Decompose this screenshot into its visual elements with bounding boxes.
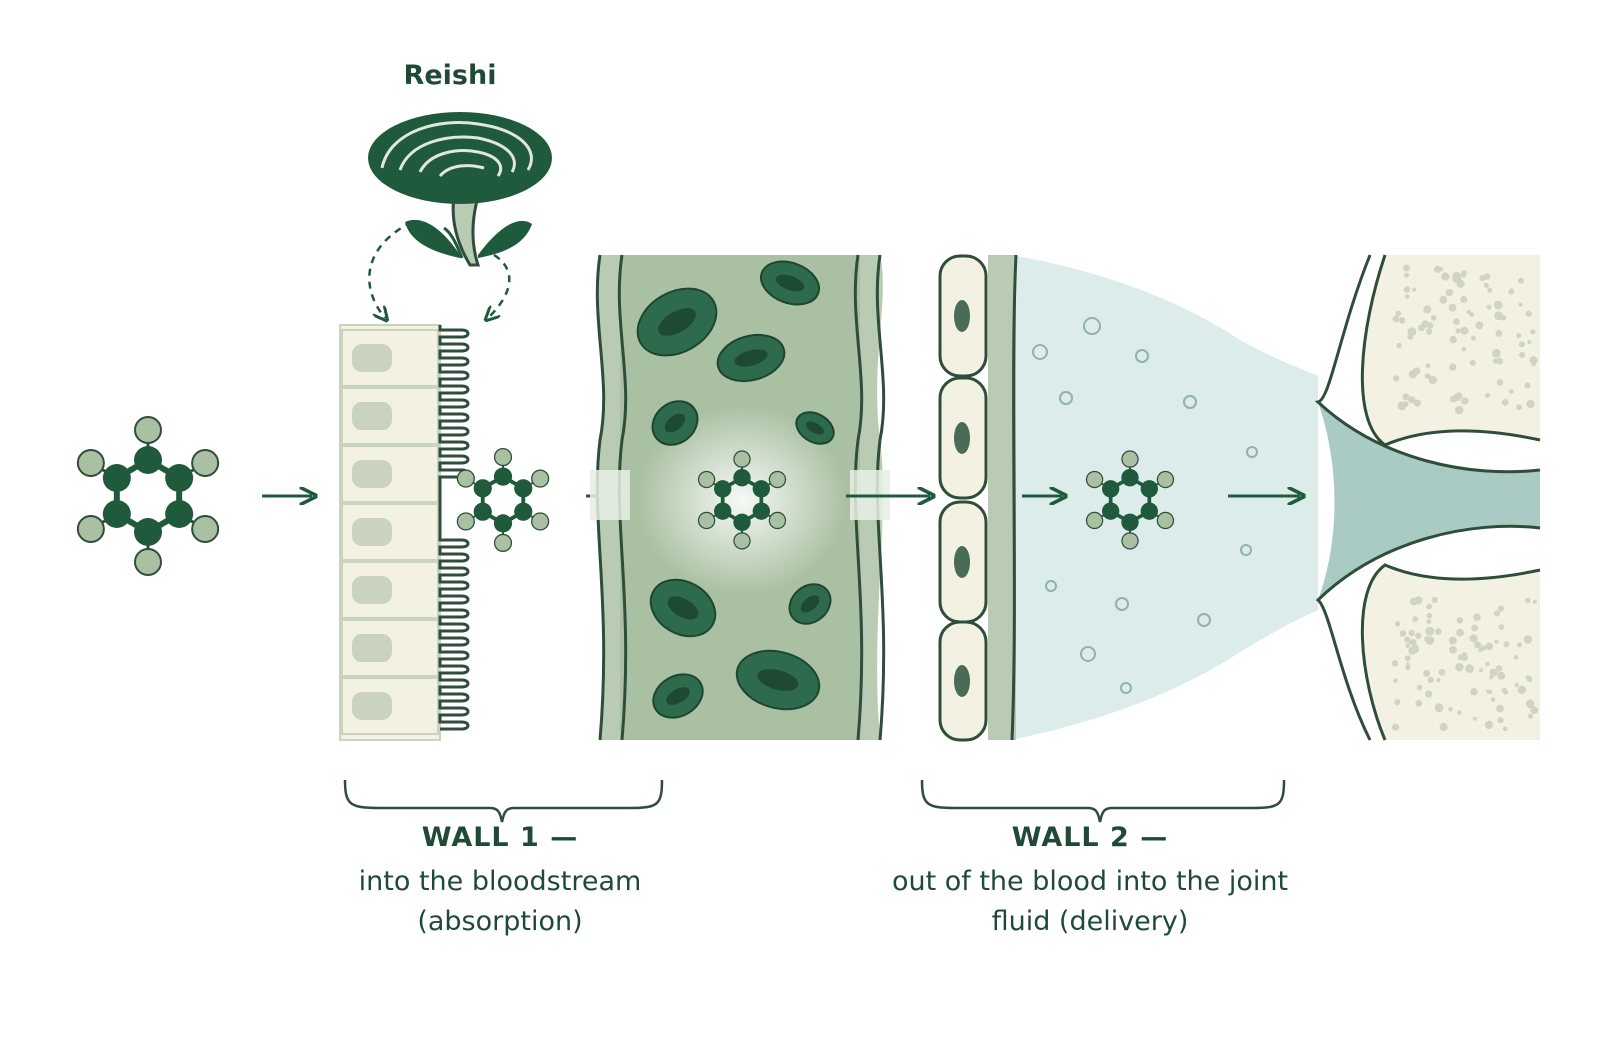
joint-cartilage: [1314, 254, 1541, 741]
wall2-title: WALL 2 —: [1011, 822, 1169, 853]
molecule-icon: [456, 447, 550, 553]
dashed-arrow-right: [488, 253, 511, 318]
reishi-mushroom-icon: [368, 112, 552, 267]
wall1-title: WALL 1 —: [421, 822, 579, 853]
reishi-label: Reishi: [403, 60, 497, 91]
wall1-bracket: [343, 779, 664, 823]
blood-vessel: [590, 254, 890, 741]
molecule-icon: [76, 416, 220, 576]
molecule-icon: [1085, 450, 1175, 550]
wall1-description: into the bloodstream (absorption): [358, 866, 642, 937]
molecule-icon: [697, 450, 787, 550]
wall2-description: out of the blood into the joint fluid (d…: [891, 866, 1289, 937]
wall2-bracket: [920, 779, 1286, 823]
dashed-arrow-left: [368, 220, 413, 318]
intestinal-wall: [339, 324, 470, 741]
synovial-membrane: [938, 254, 1318, 742]
